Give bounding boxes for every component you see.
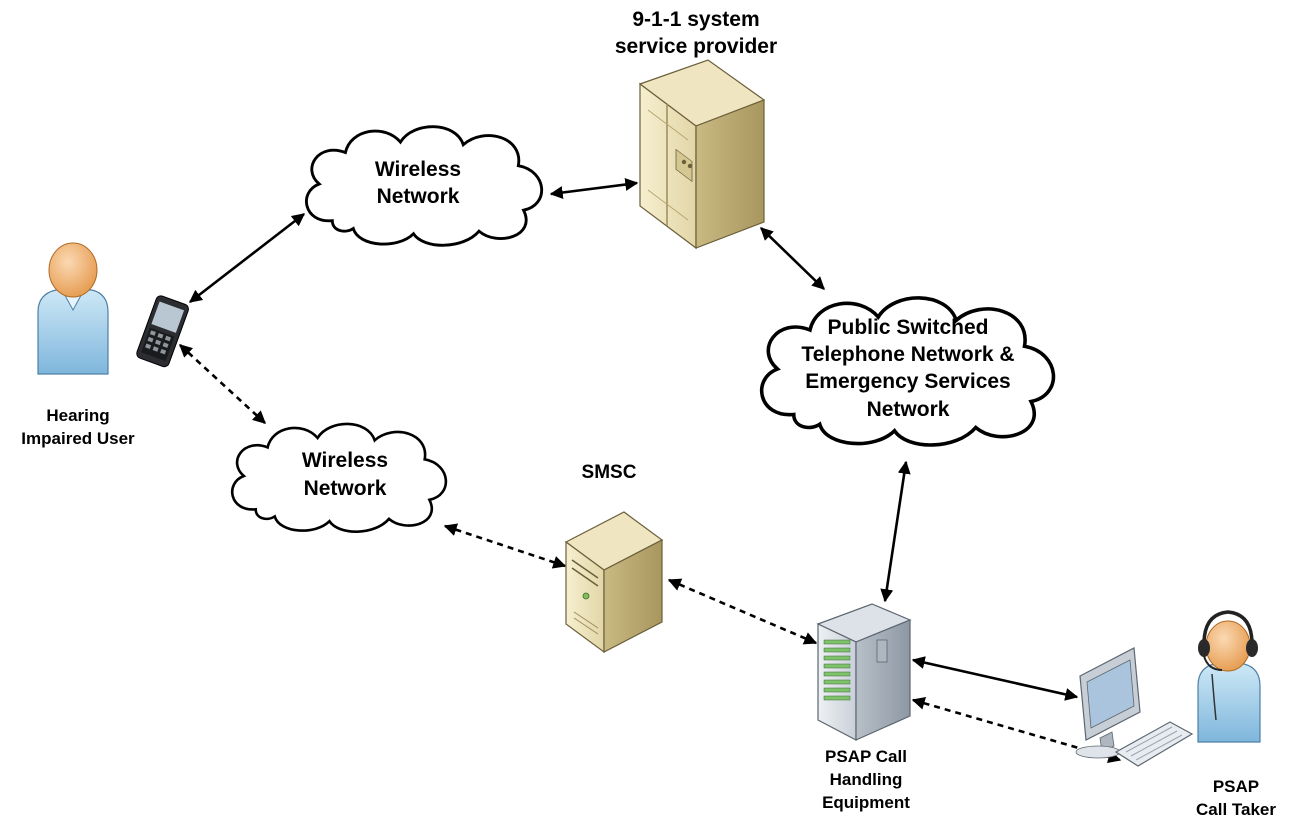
pstn-cloud: Public Switched Telephone Network & Emer…	[762, 298, 1054, 445]
call-taker-label-line-2: Call Taker	[1196, 800, 1276, 819]
workstation	[1075, 647, 1194, 767]
pstn-label-line-3: Emergency Services	[805, 370, 1010, 393]
hearing-impaired-user: Hearing Impaired User	[21, 242, 135, 448]
smartphone	[136, 295, 189, 368]
connection-phone-wireless-bottom	[179, 344, 266, 424]
computer-monitor-icon	[1075, 647, 1141, 759]
rack-server-icon	[816, 603, 912, 741]
connection-wireless-bottom-smsc	[443, 523, 567, 569]
connection-service-provider-pstn	[760, 227, 825, 290]
user-label-line-2: Impaired User	[21, 429, 135, 448]
service-provider: 9-1-1 system service provider	[615, 8, 777, 250]
call-taker-label-line-1: PSAP	[1213, 777, 1259, 796]
user-label-line-1: Hearing	[46, 406, 109, 425]
pstn-label-line-2: Telephone Network &	[801, 343, 1014, 366]
psap-equipment-label-line-1: PSAP Call	[825, 747, 907, 766]
service-provider-label-line-1: 9-1-1 system	[632, 8, 759, 31]
wireless-network-top: Wireless Network	[304, 124, 544, 248]
wireless-network-top-label-line-2: Network	[377, 185, 460, 208]
wireless-network-bottom-label-line-1: Wireless	[302, 449, 388, 472]
psap-call-handling-equipment: PSAP Call Handling Equipment	[816, 603, 912, 812]
psap-equipment-label-line-2: Handling	[830, 770, 903, 789]
person-icon	[37, 242, 109, 375]
connection-wireless-top-service-provider	[549, 178, 639, 199]
connection-pstn-psap-equipment	[880, 460, 911, 603]
wireless-network-bottom: Wireless Network	[230, 422, 448, 534]
psap-call-taker: PSAP Call Taker	[1196, 610, 1276, 819]
server-tower-icon	[638, 59, 766, 250]
connection-psap-equipment-workstation	[911, 656, 1079, 701]
pstn-label-line-4: Network	[867, 398, 950, 421]
smsc-label: SMSC	[582, 462, 637, 483]
headset-person-icon	[1197, 610, 1261, 743]
service-provider-label-line-2: service provider	[615, 35, 777, 58]
connection-smsc-psap-equipment	[667, 578, 818, 645]
psap-equipment-label-line-3: Equipment	[822, 793, 910, 812]
wireless-network-bottom-label-line-2: Network	[304, 477, 387, 500]
server-icon	[564, 511, 664, 654]
connections	[179, 178, 1122, 763]
keyboard-icon	[1114, 721, 1194, 767]
smartphone-icon	[136, 295, 189, 368]
connection-phone-wireless-top	[188, 212, 306, 304]
smsc: SMSC	[564, 462, 664, 654]
pstn-label-line-1: Public Switched	[827, 316, 988, 339]
wireless-network-top-label-line-1: Wireless	[375, 158, 461, 181]
